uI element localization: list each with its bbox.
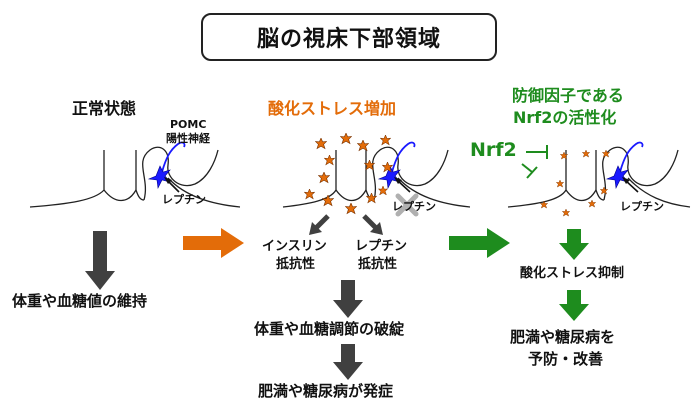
insulin-resistance-label-1: インスリン <box>262 239 327 254</box>
leptin-arrowhead-normal <box>164 177 172 184</box>
hypothalamus-outline-stress <box>282 146 471 208</box>
arrow-down-stress-2 <box>333 344 363 380</box>
leptin-resistance-label-1: レプチン <box>355 239 408 254</box>
arrow-to-protect <box>449 228 510 258</box>
pomc-label: POMC <box>170 118 207 131</box>
ros-particles-protect <box>540 150 610 217</box>
nrf2-inhibit-lines <box>521 145 548 179</box>
heading-protect-2: Nrf2の活性化 <box>513 108 617 127</box>
heading-normal: 正常状態 <box>72 99 137 118</box>
leptin-label-stress: レプチン <box>392 200 436 213</box>
nrf2-label: Nrf2 <box>470 139 517 161</box>
leptin-label-protect: レプチン <box>620 200 664 213</box>
diagram-title: 脳の視床下部領域 <box>201 13 497 61</box>
arrow-to-insulin-resistance <box>309 214 330 235</box>
leptin-resistance-label-2: 抵抗性 <box>358 257 398 272</box>
leptin-label-normal: レプチン <box>162 193 206 206</box>
heading-protect-1: 防御因子である <box>512 86 624 105</box>
hypothalamus-outline-normal <box>29 146 241 208</box>
arrow-to-leptin-resistance <box>362 214 383 235</box>
arrow-down-protect-1 <box>559 229 589 260</box>
arrow-down-protect-2 <box>559 290 589 321</box>
result-normal: 体重や血糖値の維持 <box>12 292 148 310</box>
result-stress-2: 肥満や糖尿病が発症 <box>258 382 394 400</box>
arrow-to-stress <box>183 228 244 258</box>
result-protect-2a: 肥満や糖尿病を <box>510 328 616 346</box>
result-protect-1: 酸化ストレス抑制 <box>520 266 625 281</box>
block-cross <box>395 193 419 217</box>
insulin-resistance-label-2: 抵抗性 <box>276 257 316 272</box>
heading-stress: 酸化ストレス増加 <box>268 99 397 118</box>
arrow-down-normal <box>85 231 115 290</box>
hypothalamus-outline-protect <box>507 146 691 208</box>
pomc-neuron-label: 陽性神経 <box>166 132 210 145</box>
result-stress-1: 体重や血糖調節の破綻 <box>254 320 405 338</box>
result-protect-2b: 予防・改善 <box>528 350 604 368</box>
arrow-down-stress-1 <box>333 280 363 318</box>
